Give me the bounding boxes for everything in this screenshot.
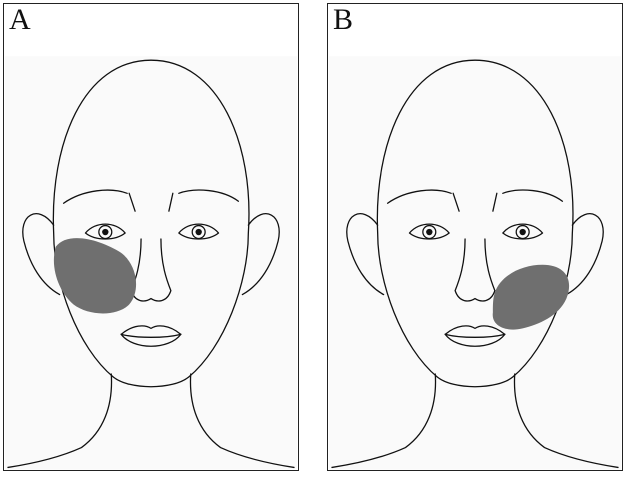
panel-label-b: B: [333, 3, 353, 38]
face-panel-b: B: [327, 3, 623, 471]
drawing-background: [5, 56, 297, 469]
drawing-background: [329, 56, 621, 469]
face-drawing-b: [328, 4, 622, 470]
face-drawing-a: [4, 4, 298, 470]
panel-label-a: A: [9, 3, 31, 38]
face-panel-a: A: [3, 3, 299, 471]
